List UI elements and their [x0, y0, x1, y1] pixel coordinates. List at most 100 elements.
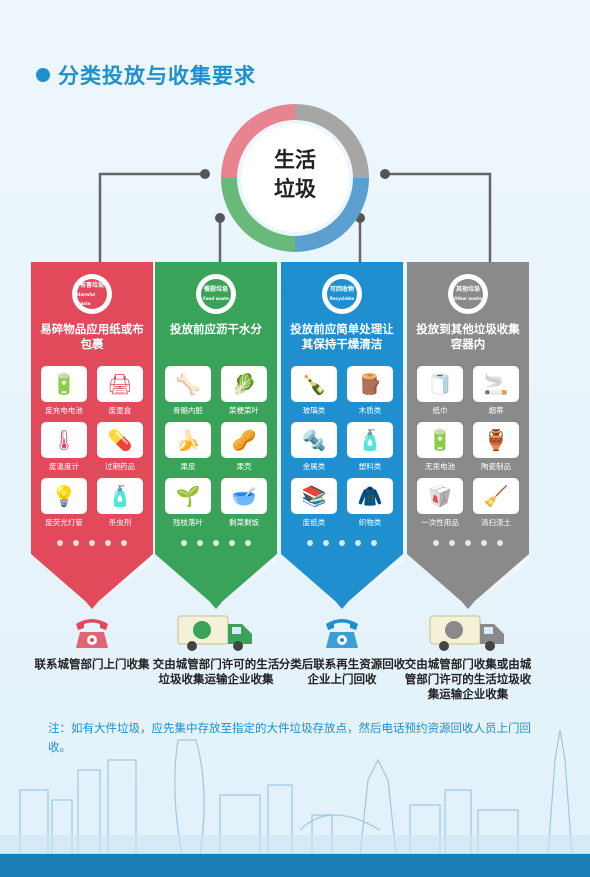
- column-banner: [407, 262, 529, 607]
- other-waste-icon: 其他垃圾 Other waste: [448, 274, 488, 314]
- waste-item: 🔋无汞电池: [417, 422, 463, 472]
- city-skyline-illustration: [0, 729, 590, 856]
- nutshell-icon: 🥜: [221, 422, 267, 458]
- category-icon-cn: 可回收物: [329, 286, 354, 293]
- waste-item: 💊过期药品: [97, 422, 143, 472]
- category-instruction: 投放前应简单处理让其保持干燥清洁: [290, 322, 394, 351]
- category-icon-en: Recyclable: [329, 296, 355, 301]
- ring-arc-blue: [294, 177, 369, 252]
- waste-item-label: 残枝落叶: [173, 518, 203, 527]
- waste-item: 🔩 金属类: [291, 422, 337, 472]
- ring-arc-red: [221, 104, 296, 179]
- category-instruction: 易碎物品应用纸或布包裹: [40, 322, 144, 351]
- recyclable-icon: 可回收物 Recyclable: [322, 274, 362, 314]
- collection-method-text: 联系城管部门上门收集: [34, 657, 150, 671]
- category-icon-cn: 有害垃圾: [79, 281, 104, 289]
- tissue-icon: 🧻: [417, 366, 463, 402]
- waste-item-label: 塑料类: [358, 462, 382, 471]
- hub-label: 生活 垃圾: [253, 146, 337, 204]
- waste-item-label: 骨骼内脏: [173, 406, 203, 415]
- waste-item-label: 废墨盒: [108, 406, 132, 415]
- waste-item-label: 木质类: [358, 406, 382, 415]
- food-waste-icon: 餐厨垃圾 Food waste: [196, 274, 236, 314]
- waste-item: 📚废纸类: [291, 478, 337, 528]
- clothing-icon: 🧥: [347, 478, 393, 514]
- waste-item: 🧹清扫渣土: [473, 478, 519, 528]
- hub-center: [241, 124, 349, 232]
- category-icon-cn: 餐厨垃圾: [203, 286, 228, 293]
- paper-icon: 📚: [291, 478, 337, 514]
- waste-item: 🥬菜梗菜叶: [221, 366, 267, 416]
- waste-item: 🥡一次性用品: [417, 478, 463, 528]
- plastic-bottle-icon: 🧴: [347, 422, 393, 458]
- metal-icon: 🔩: [291, 422, 337, 458]
- category-instruction: 投放到其他垃圾收集容器内: [416, 322, 520, 351]
- category-icon-cn: 其他垃圾: [455, 286, 480, 293]
- peel-icon: 🍌: [165, 422, 211, 458]
- waste-item-label: 果壳: [236, 462, 252, 471]
- category-icon-en: Other waste: [454, 296, 482, 301]
- waste-item-label: 纸巾: [432, 406, 448, 415]
- hazardous-waste-icon: 有害垃圾 Harmful waste: [72, 274, 112, 314]
- waste-item-label: 清扫渣土: [481, 518, 511, 527]
- hub-diagram: [98, 104, 492, 268]
- down-arrow-icon: [210, 597, 222, 609]
- medicine-icon: 💊: [97, 422, 143, 458]
- battery-icon: 🔋: [41, 366, 87, 402]
- note-text: 注：如有大件垃圾，应先集中存放至指定的大件垃圾存放点，然后电话预约资源回收人员上…: [48, 721, 531, 754]
- ring: [221, 104, 369, 252]
- waste-item-label: 金属类: [302, 462, 326, 471]
- telephone-icon: [76, 619, 108, 648]
- wood-icon: 🪵: [347, 366, 393, 402]
- column-hazardous: 有害垃圾 Harmful waste 易碎物品应用纸或布包裹 🔋 废充电电池 🖨废墨盒 🌡 废…: [31, 262, 153, 607]
- waste-item: 🧥 织物类: [347, 478, 393, 528]
- decorative-dots: [407, 540, 529, 546]
- waste-item: 🖨废墨盒: [97, 366, 143, 416]
- waste-item: 🥣剩菜剩饭: [221, 478, 267, 528]
- column-banner: [31, 262, 153, 607]
- waste-item-label: 玻璃类: [302, 406, 326, 415]
- waste-item: 🔋 废充电电池: [41, 366, 87, 416]
- down-arrow-icon: [86, 597, 98, 609]
- cabbage-icon: 🥬: [221, 366, 267, 402]
- waste-item-label: 废充电电池: [45, 406, 83, 415]
- waste-item: 🧴 塑料类: [347, 422, 393, 472]
- bone-icon: 🦴: [165, 366, 211, 402]
- decorative-dots: [281, 540, 403, 546]
- waste-item-label: 废温度计: [49, 462, 79, 471]
- down-arrow-icon: [336, 597, 348, 609]
- waste-item: 🧻 纸巾: [417, 366, 463, 416]
- waste-item: 🏺陶瓷制品: [473, 422, 519, 472]
- fluorescent-lamp-icon: 💡: [41, 478, 87, 514]
- leftover-bowl-icon: 🥣: [221, 478, 267, 514]
- waste-item: 🥜 果壳: [221, 422, 267, 472]
- footer-bar: [0, 854, 590, 877]
- waste-item: 🌱 残枝落叶: [165, 478, 211, 528]
- battery-icon: 🔋: [417, 422, 463, 458]
- connector-dots: [200, 169, 390, 223]
- waste-item-label: 果皮: [180, 462, 196, 471]
- plant-icon: 🌱: [165, 478, 211, 514]
- connector-lines: [98, 172, 492, 268]
- collection-method-text: 交由城管部门收集或由城管部门许可的生活垃圾收集运输企业收集: [404, 657, 532, 701]
- thermometer-icon: 🌡: [41, 422, 87, 458]
- ring-arc-green: [221, 177, 296, 252]
- collection-method-text: 交由城管部门许可的生活垃圾收集运输企业收集: [152, 657, 280, 686]
- waste-item: 🦴 骨骼内脏: [165, 366, 211, 416]
- waste-item: 🚬烟蒂: [473, 366, 519, 416]
- telephone-icon: [326, 619, 358, 648]
- waste-item: 🌡 废温度计: [41, 422, 87, 472]
- waste-item: 🍾玻璃类: [291, 366, 337, 416]
- down-arrow-icon: [462, 597, 474, 609]
- section-title-text: 分类投放与收集要求: [58, 64, 256, 88]
- category-icon-en: Food waste: [203, 296, 229, 301]
- category-icon-en: Harmful waste: [77, 291, 96, 306]
- waste-item-label: 织物类: [358, 518, 382, 527]
- waste-item-label: 烟蒂: [488, 406, 504, 415]
- bullet-dot-icon: [36, 68, 50, 82]
- waste-item: 🍌 果皮: [165, 422, 211, 472]
- column-recyclable: 可回收物 Recyclable 投放前应简单处理让其保持干燥清洁 🍾玻璃类 🪵 木质类 🔩 金…: [281, 262, 403, 607]
- other-truck-icon: [429, 615, 504, 651]
- waste-item-label: 废荧光灯管: [45, 518, 83, 527]
